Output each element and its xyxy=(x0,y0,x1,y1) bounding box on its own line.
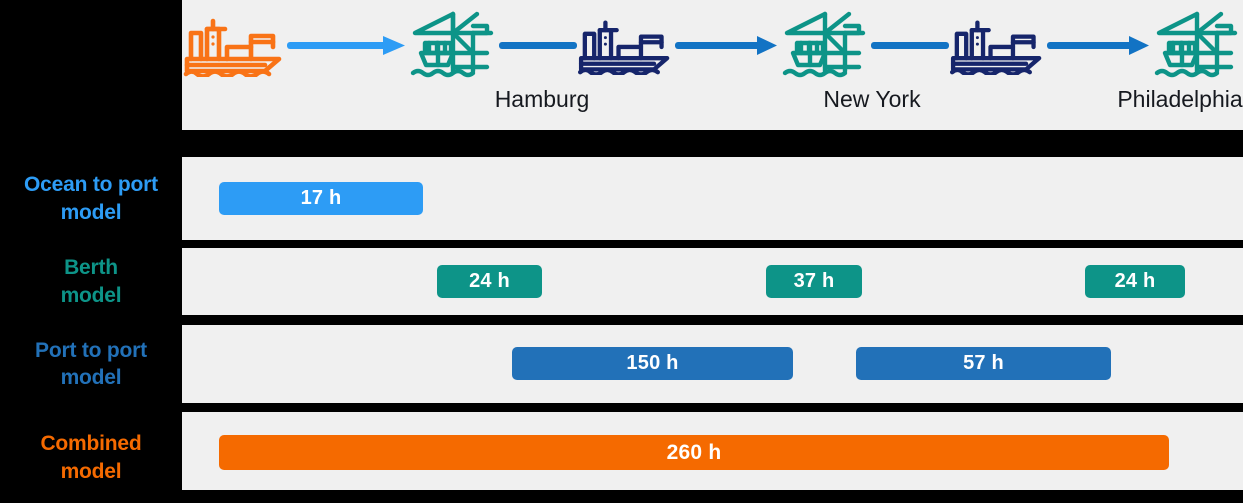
city-label-hamburg: Hamburg xyxy=(494,86,590,112)
row-label-line2: model xyxy=(60,459,122,483)
arrow-right-icon xyxy=(286,33,407,59)
cargo-ship-icon xyxy=(183,15,287,77)
cargo-ship-icon xyxy=(577,17,675,75)
row-label-line1: Berth xyxy=(64,256,118,280)
route-header-panel: Hamburg New York Philadelphia xyxy=(182,0,1243,130)
line-icon xyxy=(870,33,949,59)
row-label-line2: model xyxy=(60,366,122,389)
row-label-line1: Port to port xyxy=(35,338,147,362)
row-panel-combined: 260 h xyxy=(182,412,1243,490)
row-panel-ocean-to-port: 17 h xyxy=(182,157,1243,240)
bar-combined-260h: 260 h xyxy=(219,435,1169,470)
route-timeline xyxy=(182,0,1243,92)
row-label-port-to-port: Port to port model xyxy=(0,325,182,403)
bar-ocean-17h: 17 h xyxy=(219,182,423,215)
port-crane-icon xyxy=(779,9,871,83)
arrow-right-icon xyxy=(674,33,779,59)
row-label-line2: model xyxy=(60,200,122,224)
bar-berth-philadelphia-24h: 24 h xyxy=(1085,265,1185,298)
city-label-new-york: New York xyxy=(823,86,921,112)
row-label-combined: Combined model xyxy=(0,412,182,503)
line-icon xyxy=(498,33,577,59)
port-crane-icon xyxy=(407,9,499,83)
row-label-line1: Combined xyxy=(40,432,142,456)
row-panel-port-to-port: 150 h 57 h xyxy=(182,325,1243,403)
row-label-line2: model xyxy=(60,283,122,307)
bar-ptp-hamburg-newyork-150h: 150 h xyxy=(512,347,793,380)
arrow-right-icon xyxy=(1046,33,1151,59)
bar-berth-hamburg-24h: 24 h xyxy=(437,265,542,298)
bar-ptp-newyork-philadelphia-57h: 57 h xyxy=(856,347,1111,380)
row-label-ocean-to-port: Ocean to port model xyxy=(0,157,182,240)
row-label-berth: Berth model xyxy=(0,248,182,315)
row-panel-berth: 24 h 37 h 24 h xyxy=(182,248,1243,315)
bar-berth-new-york-37h: 37 h xyxy=(766,265,862,298)
row-label-line1: Ocean to port xyxy=(24,173,158,197)
cargo-ship-icon xyxy=(949,17,1047,75)
port-crane-icon xyxy=(1151,9,1243,83)
city-labels: Hamburg New York Philadelphia xyxy=(182,86,1243,130)
city-label-philadelphia: Philadelphia xyxy=(1117,86,1243,112)
